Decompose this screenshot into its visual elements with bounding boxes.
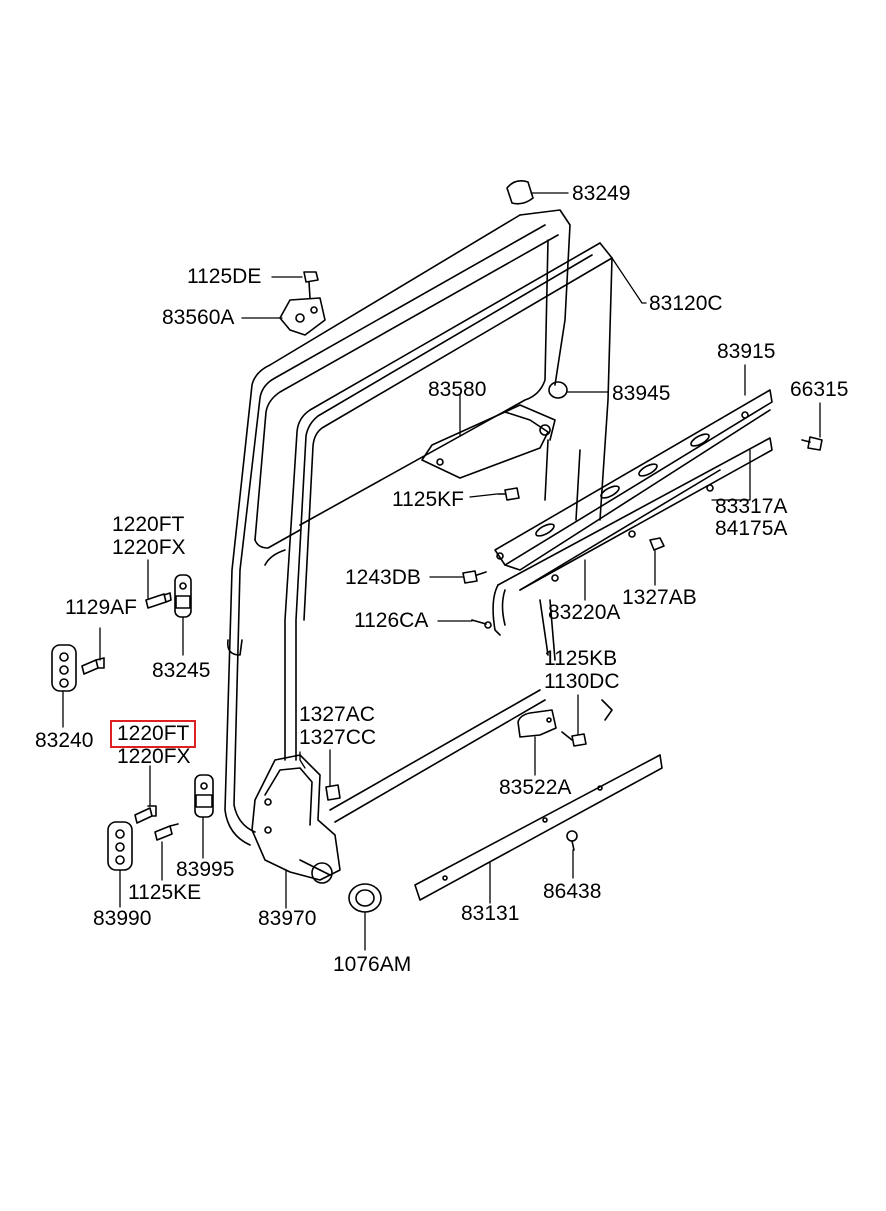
label-1125KF: 1125KF <box>392 488 464 511</box>
label-1243DB: 1243DB <box>345 566 421 589</box>
bolt-1125KE <box>154 823 179 841</box>
label-1327AC: 1327AC <box>299 703 375 726</box>
label-83522A: 83522A <box>499 776 572 799</box>
plate-83990 <box>107 821 133 871</box>
label-1220FT-lower-highlighted: 1220FT <box>109 720 197 748</box>
label-83970: 83970 <box>258 907 317 930</box>
label-1327AB: 1327AB <box>622 586 697 609</box>
rail-83317A <box>492 437 773 636</box>
plate-83245 <box>174 574 192 618</box>
cap-83249 <box>506 180 534 205</box>
label-1125KB: 1125KB <box>544 647 618 670</box>
leader-lines <box>62 192 821 951</box>
label-1220FX-lower: 1220FX <box>117 745 191 768</box>
label-83990: 83990 <box>93 907 152 930</box>
label-66315: 66315 <box>790 378 849 401</box>
plate-83240 <box>51 644 77 692</box>
label-1220FT-upper: 1220FT <box>112 513 185 536</box>
nut-1327AB <box>649 537 665 551</box>
label-1130DC: 1130DC <box>544 670 620 693</box>
label-83560A: 83560A <box>162 306 235 329</box>
nut-83945 <box>548 381 568 399</box>
rail-83131 <box>414 754 663 901</box>
label-83945: 83945 <box>612 382 671 405</box>
bolt-1125DE <box>303 271 319 299</box>
door-lower-lines <box>226 599 613 823</box>
label-83240: 83240 <box>35 729 94 752</box>
hinge-83970 <box>251 754 341 884</box>
cap-1076AM <box>348 883 382 913</box>
label-83120C: 83120C <box>649 292 723 315</box>
bracket-83580 <box>421 404 556 479</box>
label-83317A: 83317A <box>715 495 788 518</box>
bolt-1129AF <box>145 592 172 609</box>
label-83220A: 83220A <box>548 601 621 624</box>
label-83580: 83580 <box>428 378 487 401</box>
door-panel-outline <box>224 209 571 846</box>
bolt-1125KB <box>561 731 587 747</box>
label-83995: 83995 <box>176 858 235 881</box>
label-1126CA: 1126CA <box>354 609 429 632</box>
label-83245: 83245 <box>152 659 211 682</box>
label-83131: 83131 <box>461 902 520 925</box>
label-1129AF: 1129AF <box>65 596 137 619</box>
pin-86438 <box>566 830 578 851</box>
plate-83995 <box>194 774 214 818</box>
label-1125DE: 1125DE <box>187 265 262 288</box>
screw-1126CA <box>471 619 492 629</box>
bolt-1125KF <box>497 487 520 501</box>
upper-bracket-83560A <box>279 297 326 336</box>
glass-run-channel <box>284 242 613 761</box>
bolt-1129AF-b <box>81 657 105 675</box>
bolt-1220FT-b <box>134 805 157 824</box>
nut-1327AC <box>325 784 341 801</box>
label-1327CC: 1327CC <box>299 726 377 749</box>
rail-83915 <box>494 389 773 571</box>
bracket-83522A <box>517 709 557 738</box>
label-86438: 86438 <box>543 880 602 903</box>
label-1220FX-upper: 1220FX <box>112 536 186 559</box>
label-1125KE: 1125KE <box>128 881 202 904</box>
label-1076AM: 1076AM <box>333 953 412 976</box>
label-83915: 83915 <box>717 340 776 363</box>
label-84175A: 84175A <box>715 517 788 540</box>
bolt-1243DB <box>462 570 487 584</box>
bolt-66315 <box>801 436 823 451</box>
label-83249: 83249 <box>572 182 631 205</box>
